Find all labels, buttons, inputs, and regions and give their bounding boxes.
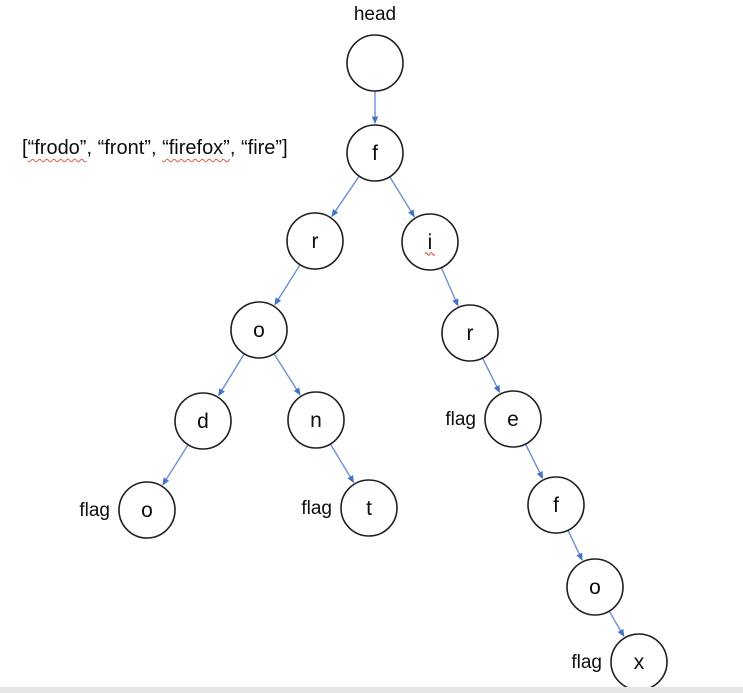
- trie-node-i1: i: [401, 213, 459, 271]
- word-list: [“frodo”, “front”, “firefox”, “fire”]: [22, 137, 288, 159]
- word-item-1: “frodo”: [27, 137, 87, 159]
- node-circle: [346, 124, 404, 182]
- node-circle: [340, 479, 398, 537]
- spellcheck-squiggle-icon: [424, 252, 436, 256]
- trie-node-r1: r: [286, 212, 344, 270]
- edge-f1-to-i1: [389, 176, 415, 218]
- edge-d1-to-o2: [162, 444, 189, 486]
- trie-node-head: [346, 34, 404, 92]
- node-letter: n: [310, 409, 322, 432]
- node-letter: f: [372, 142, 378, 165]
- node-letter: r: [312, 230, 319, 253]
- edge-o3-to-x1: [608, 610, 625, 638]
- trie-node-f2: f: [527, 476, 585, 534]
- node-circle: [287, 391, 345, 449]
- node-letter: e: [507, 408, 519, 431]
- node-letter: i: [428, 231, 433, 254]
- node-letter: f: [553, 494, 559, 517]
- node-letter: r: [467, 322, 474, 345]
- edge-e1-to-f2: [524, 443, 544, 480]
- edge-f1-to-r1: [331, 175, 360, 218]
- node-circle: [118, 481, 176, 539]
- edge-i1-to-r2: [440, 267, 459, 307]
- trie-node-e1: e flag: [445, 390, 542, 448]
- node-circle: [346, 34, 404, 92]
- trie-node-x1: x flag: [571, 633, 668, 691]
- node-letter: o: [253, 319, 265, 342]
- edge-r1-to-o1: [274, 264, 301, 306]
- node-circle: [566, 558, 624, 616]
- node-circle: [174, 392, 232, 450]
- word-item-3: “firefox”: [162, 137, 230, 159]
- edge-f2-to-o3: [567, 529, 583, 561]
- head-node-label: head: [353, 4, 397, 25]
- node-letter: t: [366, 497, 372, 520]
- trie-node-o1: o: [230, 301, 288, 359]
- window-bottom-edge: [0, 687, 743, 693]
- node-circle: [401, 213, 459, 271]
- trie-node-o2: o flag: [79, 481, 176, 539]
- word-item-2: “front”: [97, 137, 151, 159]
- node-letter: d: [197, 410, 209, 433]
- edge-r2-to-e1: [481, 357, 501, 394]
- flag-label-t1: flag: [301, 498, 332, 519]
- flag-label-e1: flag: [445, 409, 476, 430]
- node-circle: [286, 212, 344, 270]
- word-item-4: “fire”: [240, 137, 283, 159]
- node-letter: x: [634, 651, 645, 674]
- trie-node-t1: t flag: [301, 479, 398, 537]
- edge-o1-to-n1: [273, 353, 301, 396]
- node-circle: [484, 390, 542, 448]
- node-circle: [527, 476, 585, 534]
- node-circle: [441, 304, 499, 362]
- trie-node-d1: d: [174, 392, 232, 450]
- trie-node-f1: f: [346, 124, 404, 182]
- flag-label-x1: flag: [571, 652, 602, 673]
- trie-node-o3: o: [566, 558, 624, 616]
- edge-o1-to-d1: [218, 353, 245, 397]
- node-circle: [230, 301, 288, 359]
- trie-node-n1: n: [287, 391, 345, 449]
- edge-n1-to-t1: [329, 443, 355, 484]
- node-letter: o: [589, 576, 601, 599]
- trie-node-r2: r: [441, 304, 499, 362]
- flag-label-o2: flag: [79, 500, 110, 521]
- node-letter: o: [141, 499, 153, 522]
